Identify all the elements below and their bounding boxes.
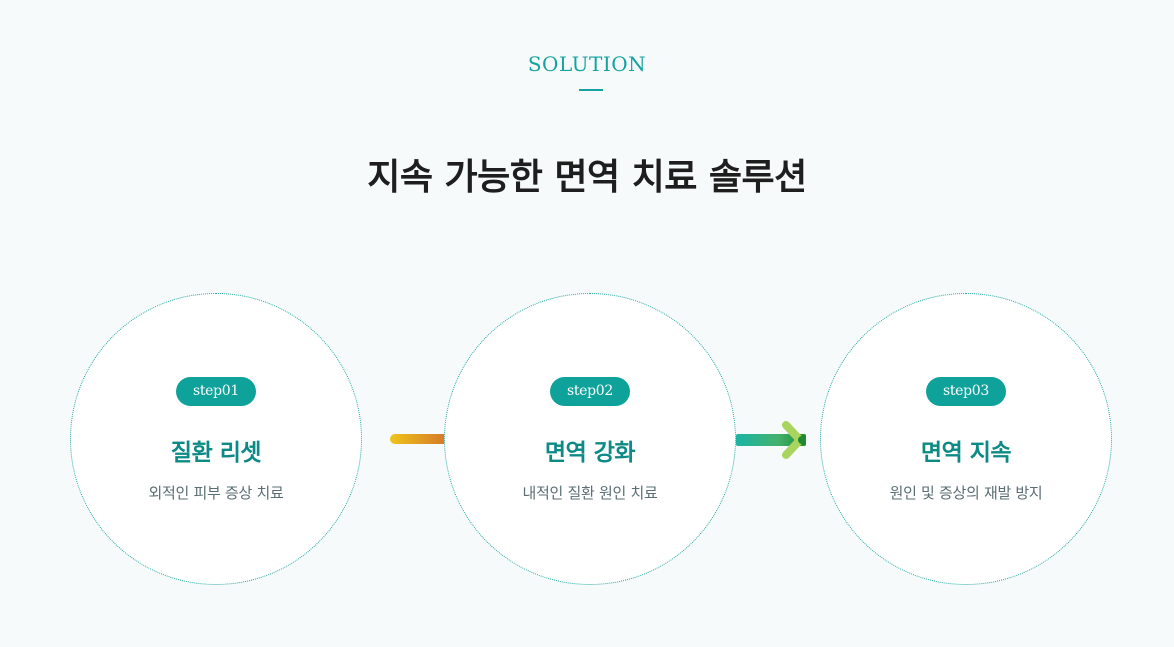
eyebrow-divider [579, 89, 603, 91]
section-eyebrow: SOLUTION [527, 52, 647, 76]
step-title: 질환 리셋 [170, 440, 262, 466]
step-title: 면역 지속 [920, 440, 1012, 466]
section-headline: 지속 가능한 면역 치료 솔루션 [367, 157, 807, 198]
step-badge: step03 [926, 377, 1006, 406]
step-title: 면역 강화 [544, 440, 636, 466]
step-badge: step01 [176, 377, 256, 406]
step-card-3: step03 면역 지속 원인 및 증상의 재발 방지 [820, 293, 1112, 585]
step-badge: step02 [550, 377, 630, 406]
gradient-bar-connector [390, 434, 446, 444]
gradient-arrow-right-icon [736, 421, 806, 459]
step-description: 내적인 질환 원인 치료 [522, 484, 658, 502]
step-description: 원인 및 증상의 재발 방지 [889, 484, 1043, 502]
step-description: 외적인 피부 증상 치료 [148, 484, 284, 502]
step-card-1: step01 질환 리셋 외적인 피부 증상 치료 [70, 293, 362, 585]
step-card-2: step02 면역 강화 내적인 질환 원인 치료 [444, 293, 736, 585]
